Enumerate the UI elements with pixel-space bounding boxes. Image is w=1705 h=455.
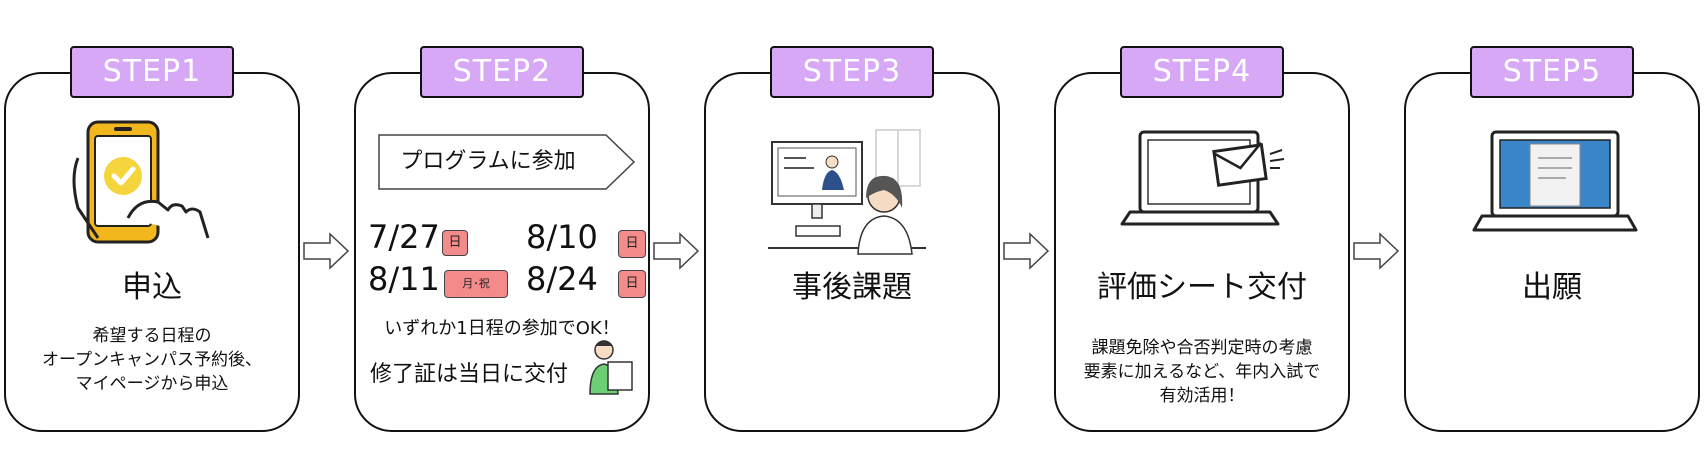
date-3: 8/24 [526, 260, 598, 298]
certificate-note: 修了証は当日に交付 [370, 362, 569, 387]
program-banner: プログラムに参加 [378, 134, 636, 190]
date-2: 8/11 [368, 260, 440, 298]
step5-card: 出願 [1404, 72, 1700, 432]
step1-tab: STEP1 [70, 46, 234, 98]
step1-desc-line: オープンキャンパス予約後、 [42, 350, 262, 370]
student-certificate-icon [589, 340, 633, 395]
date-1: 8/10 [526, 218, 598, 256]
step1-card: 申込 希望する日程の オープンキャンパス予約後、 マイページから申込 [4, 72, 300, 432]
laptop-mail-icon [1120, 130, 1285, 226]
date-0: 7/27 [368, 218, 440, 256]
step4-description: 課題免除や合否判定時の考慮 要素に加えるなど、年内入試で 有効活用！ [1056, 336, 1348, 408]
step4-title: 評価シート交付 [1097, 270, 1307, 305]
step5-title: 出願 [1522, 270, 1582, 305]
step5-tab: STEP5 [1470, 46, 1634, 98]
program-label: プログラムに参加 [400, 149, 576, 174]
step1-desc-line: マイページから申込 [75, 374, 229, 394]
day-badge-1: 日 [618, 230, 646, 258]
day-badge-3: 日 [618, 270, 646, 298]
step3-title: 事後課題 [792, 270, 912, 305]
smartphone-check-icon [72, 120, 210, 244]
laptop-document-icon [1472, 130, 1638, 232]
step4-desc-line: 有効活用！ [1159, 386, 1245, 406]
arrow-right-icon [1353, 232, 1400, 270]
step4-desc-line: 要素に加えるなど、年内入試で [1083, 362, 1321, 382]
step2-card: プログラムに参加 7/27 日 8/10 日 8/11 月･祝 8/24 日 い… [354, 72, 650, 432]
online-lesson-icon [768, 129, 926, 255]
arrow-right-icon [303, 232, 350, 270]
step3-tab: STEP3 [770, 46, 934, 98]
step1-description: 希望する日程の オープンキャンパス予約後、 マイページから申込 [6, 324, 298, 396]
step1-desc-line: 希望する日程の [92, 326, 212, 346]
arrow-right-icon [653, 232, 700, 270]
day-badge-2: 月･祝 [444, 270, 508, 298]
step4-card: 評価シート交付 課題免除や合否判定時の考慮 要素に加えるなど、年内入試で 有効活… [1054, 72, 1350, 432]
step1-title: 申込 [122, 270, 182, 305]
day-badge-0: 日 [442, 230, 468, 256]
step4-tab: STEP4 [1120, 46, 1284, 98]
participation-note: いずれか1日程の参加でOK！ [384, 318, 620, 339]
step4-desc-line: 課題免除や合否判定時の考慮 [1091, 338, 1313, 358]
arrow-right-icon [1003, 232, 1050, 270]
program-banner-shape [378, 134, 636, 190]
step2-tab: STEP2 [420, 46, 584, 98]
step3-card: 事後課題 [704, 72, 1000, 432]
